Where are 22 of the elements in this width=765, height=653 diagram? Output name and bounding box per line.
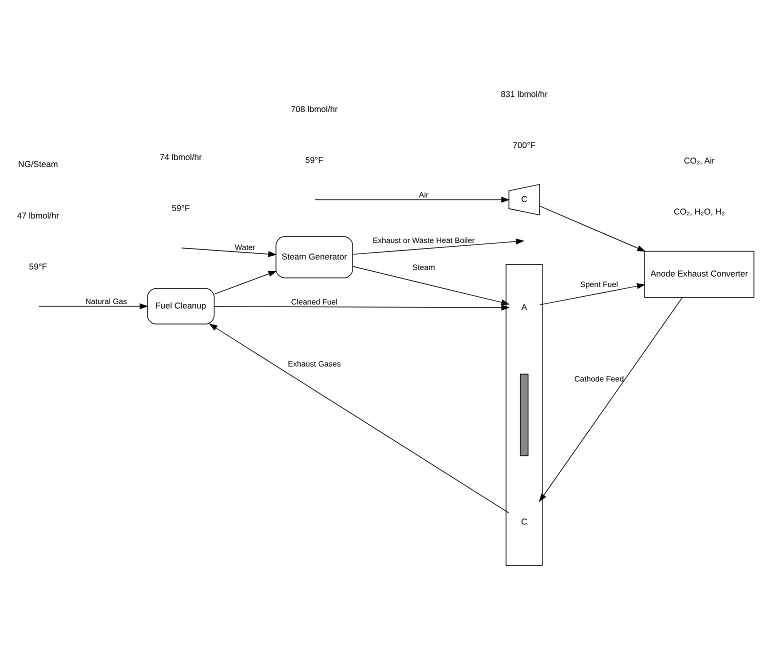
node-text: C bbox=[521, 516, 528, 526]
edge-label: Cleaned Fuel bbox=[291, 298, 338, 307]
edge-label: Spent Fuel bbox=[580, 280, 618, 289]
edge-label: Exhaust Gases bbox=[288, 359, 341, 368]
label: 59°F bbox=[305, 154, 324, 165]
edge-label: Steam bbox=[412, 262, 435, 272]
label: 59°F bbox=[172, 203, 190, 214]
edge-label: Exhaust or Waste Heat Boiler bbox=[372, 236, 475, 245]
label: 831 lbmol/hr bbox=[500, 88, 548, 99]
node-text: A bbox=[521, 302, 528, 312]
edge-label: Air bbox=[418, 190, 428, 200]
label: CO₂, Air bbox=[684, 156, 715, 166]
label: 708 lbmol/hr bbox=[290, 104, 338, 114]
label: CO₂, H₂O, H₂ bbox=[674, 206, 725, 217]
edge-label: Cathode Feed bbox=[574, 374, 624, 384]
label: 47 lbmol/hr bbox=[16, 210, 60, 220]
label: NG/Steam bbox=[18, 159, 58, 170]
label: 700°F bbox=[512, 140, 536, 150]
label: 74 lbmol/hr bbox=[160, 152, 202, 162]
label: 59°F bbox=[29, 261, 48, 272]
edge-label: Natural Gas bbox=[85, 296, 128, 306]
edge-label: Water bbox=[234, 243, 256, 252]
